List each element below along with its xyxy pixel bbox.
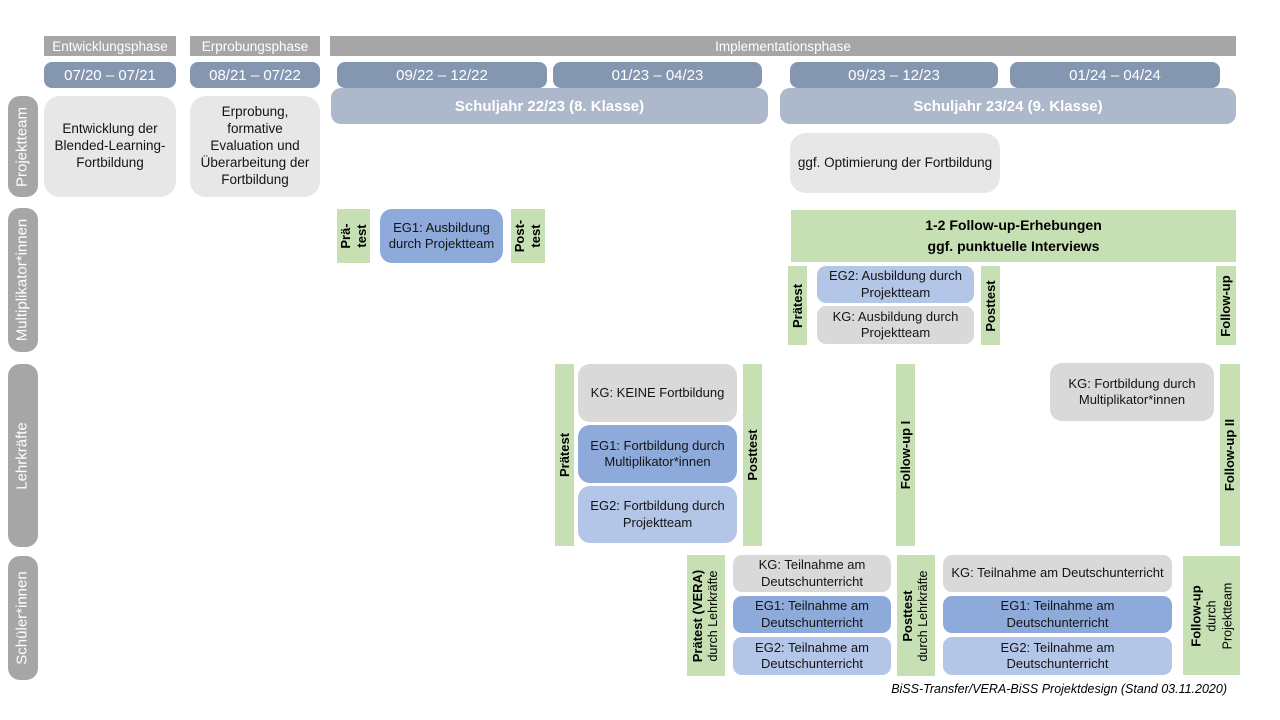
box-eg1-teilnahme-2: EG1: Teilnahme am Deutschunterricht (943, 596, 1172, 633)
school-year-band-2223: Schuljahr 22/23 (8. Klasse) (331, 88, 768, 124)
box-eg2-teilnahme-2: EG2: Teilnahme am Deutschunterricht (943, 637, 1172, 675)
phase-header-implementationsphase: Implementationsphase (330, 36, 1236, 56)
date-range-0922-1222: 09/22 – 12/22 (337, 62, 547, 88)
box-eg1-ausbildung-projektteam: EG1: Ausbildung durch Projektteam (380, 209, 503, 263)
box-kg-ausbildung-projektteam: KG: Ausbildung durch Projektteam (817, 306, 974, 344)
label-praetest-multiplikatoren-2-text: Prätest (789, 283, 805, 328)
label-followup-multiplikatoren-text: Follow-up (1217, 274, 1233, 337)
box-erprobung-evaluation: Erprobung, formative Evaluation und Über… (190, 96, 320, 197)
label-praetest-multiplikatoren-2: Prätest (788, 266, 807, 345)
label-praetest-multiplikatoren-1-text: Prä-test (337, 223, 369, 249)
label-praetest-vera-schueler: Prätest (VERA)durch Lehrkräfte (687, 555, 725, 676)
box-optimierung-fortbildung: ggf. Optimierung der Fortbildung (790, 133, 1000, 193)
box-kg-keine-fortbildung: KG: KEINE Fortbildung (578, 364, 737, 422)
box-eg2-ausbildung-projektteam: EG2: Ausbildung durch Projektteam (817, 266, 974, 303)
box-kg-teilnahme-1: KG: Teilnahme am Deutschunterricht (733, 555, 891, 592)
date-range-entwicklung: 07/20 – 07/21 (44, 62, 176, 88)
box-kg-fortbildung-multiplikatoren: KG: Fortbildung durch Multiplikator*inne… (1050, 363, 1214, 421)
label-followup2-lehrkraefte-text: Follow-up II (1221, 418, 1237, 492)
label-praetest-vera-schueler-text: Prätest (VERA)durch Lehrkräfte (690, 569, 721, 662)
label-praetest-lehrkraefte-text: Prätest (556, 432, 572, 478)
phase-header-entwicklungsphase: Entwicklungsphase (44, 36, 176, 56)
label-followup2-lehrkraefte: Follow-up II (1220, 364, 1240, 546)
row-label-projektteam: Projektteam (8, 96, 38, 197)
label-followup1-lehrkraefte: Follow-up I (896, 364, 915, 546)
followup-erhebungen-line2: ggf. punktuelle Interviews (927, 238, 1100, 254)
box-followup-erhebungen: 1-2 Follow-up-Erhebungen ggf. punktuelle… (791, 210, 1236, 262)
date-range-erprobung: 08/21 – 07/22 (190, 62, 320, 88)
label-followup-multiplikatoren: Follow-up (1216, 266, 1236, 345)
row-label-multiplikatoren-text: Multiplikator*innen (13, 218, 31, 342)
label-posttest-lehrkraefte: Posttest (743, 364, 762, 546)
followup-erhebungen-line1: 1-2 Follow-up-Erhebungen (925, 217, 1102, 233)
row-label-lehrkraefte-text: Lehrkräfte (13, 421, 31, 490)
box-eg1-teilnahme-1: EG1: Teilnahme am Deutschunterricht (733, 596, 891, 633)
label-posttest-lehrkraefte-text: Posttest (744, 429, 760, 481)
label-posttest-multiplikatoren-2-text: Posttest (982, 279, 998, 332)
school-year-band-2324: Schuljahr 23/24 (9. Klasse) (780, 88, 1236, 124)
label-posttest-multiplikatoren-2: Posttest (981, 266, 1000, 345)
label-posttest-multiplikatoren-1-text: Post-test (511, 219, 543, 253)
row-label-multiplikatoren: Multiplikator*innen (8, 208, 38, 352)
label-praetest-lehrkraefte: Prätest (555, 364, 574, 546)
box-eg1-fortbildung-multiplikatoren: EG1: Fortbildung durch Multiplikator*inn… (578, 425, 737, 483)
phase-header-erprobungsphase: Erprobungsphase (190, 36, 320, 56)
date-range-0124-0424: 01/24 – 04/24 (1010, 62, 1220, 88)
date-range-0123-0423: 01/23 – 04/23 (553, 62, 762, 88)
row-label-schueler: Schüler*innen (8, 556, 38, 680)
box-kg-teilnahme-2: KG: Teilnahme am Deutschunterricht (943, 555, 1172, 592)
caption: BiSS-Transfer/VERA-BiSS Projektdesign (S… (891, 682, 1227, 696)
label-praetest-multiplikatoren-1: Prä-test (337, 209, 370, 263)
label-posttest-multiplikatoren-1: Post-test (511, 209, 545, 263)
box-eg2-teilnahme-1: EG2: Teilnahme am Deutschunterricht (733, 637, 891, 675)
date-range-0923-1223: 09/23 – 12/23 (790, 62, 998, 88)
box-eg2-fortbildung-projektteam: EG2: Fortbildung durch Projektteam (578, 486, 737, 543)
row-label-lehrkraefte: Lehrkräfte (8, 364, 38, 547)
label-followup1-lehrkraefte-text: Follow-up I (897, 420, 913, 490)
row-label-projektteam-text: Projektteam (13, 106, 31, 187)
box-entwicklung-fortbildung: Entwicklung der Blended-Learning-Fortbil… (44, 96, 176, 197)
row-label-schueler-text: Schüler*innen (13, 571, 31, 665)
